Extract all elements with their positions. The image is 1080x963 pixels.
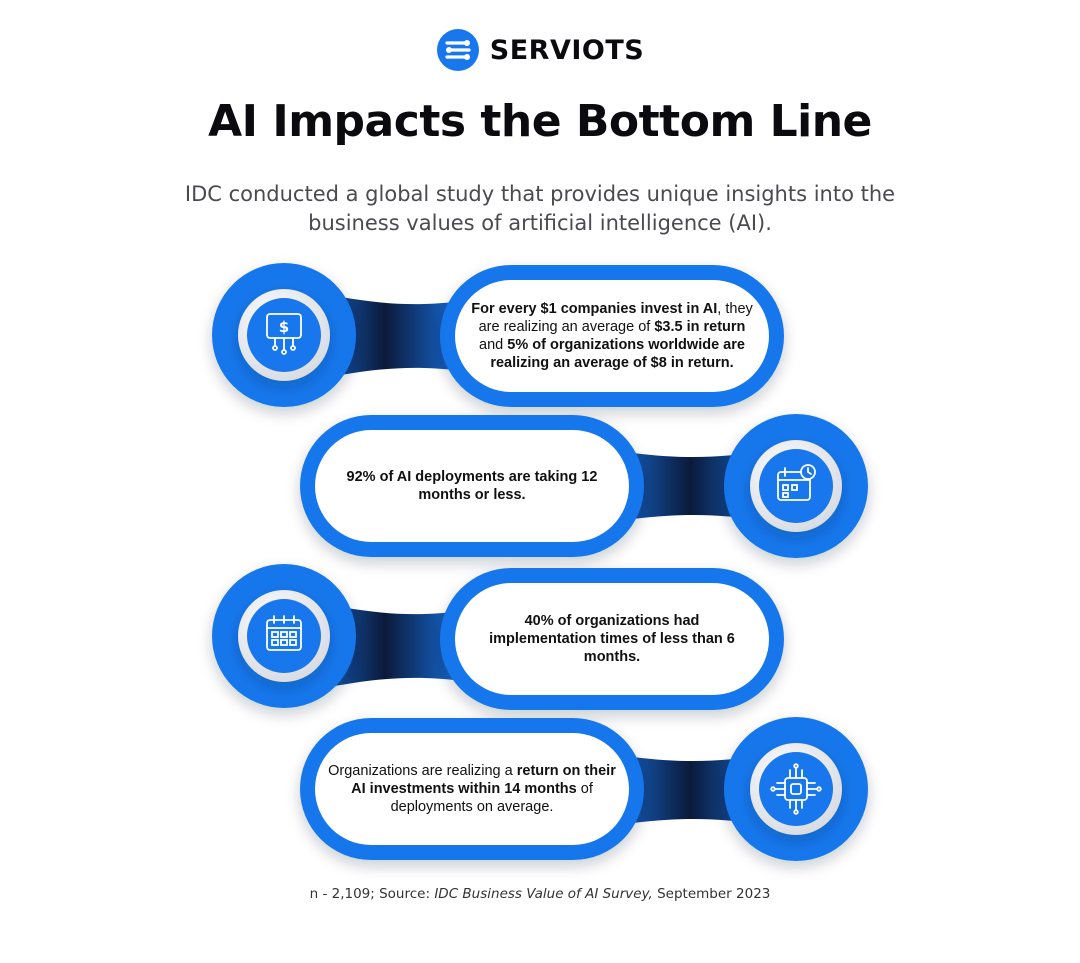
stat-4-segment-0: Organizations are realizing a — [328, 763, 517, 779]
stat-row-3 — [212, 564, 784, 710]
stat-2-copy: 92% of AI deployments are taking 12 mont… — [334, 468, 610, 504]
serviots-logo-icon — [436, 29, 479, 71]
stat-2-segment-0: 92% of AI deployments are taking 12 mont… — [346, 469, 598, 503]
stat-3-copy: 40% of organizations had implementation … — [484, 612, 740, 666]
stat-1-segment-0: For every $1 companies invest in AI — [471, 301, 718, 317]
page-title: AI Impacts the Bottom Line — [208, 96, 872, 147]
money-network-icon: $ — [266, 313, 302, 355]
source-footnote: n - 2,109; Source: IDC Business Value of… — [0, 886, 1080, 902]
stat-1-segment-1: , they are realizing an average of — [478, 301, 753, 335]
stat-row-1: $ — [212, 263, 784, 407]
stat-1-copy: For every $1 companies invest in AI, the… — [468, 300, 756, 372]
stat-4-segment-2: of deployments on average. — [390, 781, 593, 815]
stat-3-segment-0: 40% of organizations had implementation … — [489, 613, 735, 665]
stat-text-4: Organizations are realizing a return on … — [328, 736, 616, 842]
stat-row-4 — [300, 717, 868, 861]
stat-row-2 — [300, 414, 868, 558]
brand-name: SERVIOTS — [489, 34, 645, 66]
stat-text-1: For every $1 companies invest in AI, the… — [468, 283, 756, 389]
calendar-clock-icon — [777, 464, 816, 501]
calendar-icon — [266, 615, 302, 651]
stat-text-2: 92% of AI deployments are taking 12 mont… — [334, 433, 610, 539]
page-subtitle: IDC conducted a global study that provid… — [184, 182, 896, 235]
svg-text:$: $ — [279, 318, 289, 336]
brand-header: SERVIOTS — [0, 24, 1080, 76]
footnote-source-title: IDC Business Value of AI Survey, — [434, 886, 653, 902]
stat-1-segment-3: and — [479, 337, 508, 353]
stat-text-3: 40% of organizations had implementation … — [484, 586, 740, 692]
stat-1-segment-4: 5% of organizations worldwide are realiz… — [490, 337, 745, 371]
footnote-prefix: n - 2,109; Source: — [309, 886, 435, 902]
stat-4-copy: Organizations are realizing a return on … — [328, 762, 616, 816]
ai-chip-icon — [770, 763, 822, 815]
footnote-suffix: September 2023 — [652, 886, 771, 902]
stat-1-segment-2: $3.5 in return — [654, 319, 746, 335]
stat-4-segment-1: return on their AI investments within 14… — [351, 763, 616, 797]
